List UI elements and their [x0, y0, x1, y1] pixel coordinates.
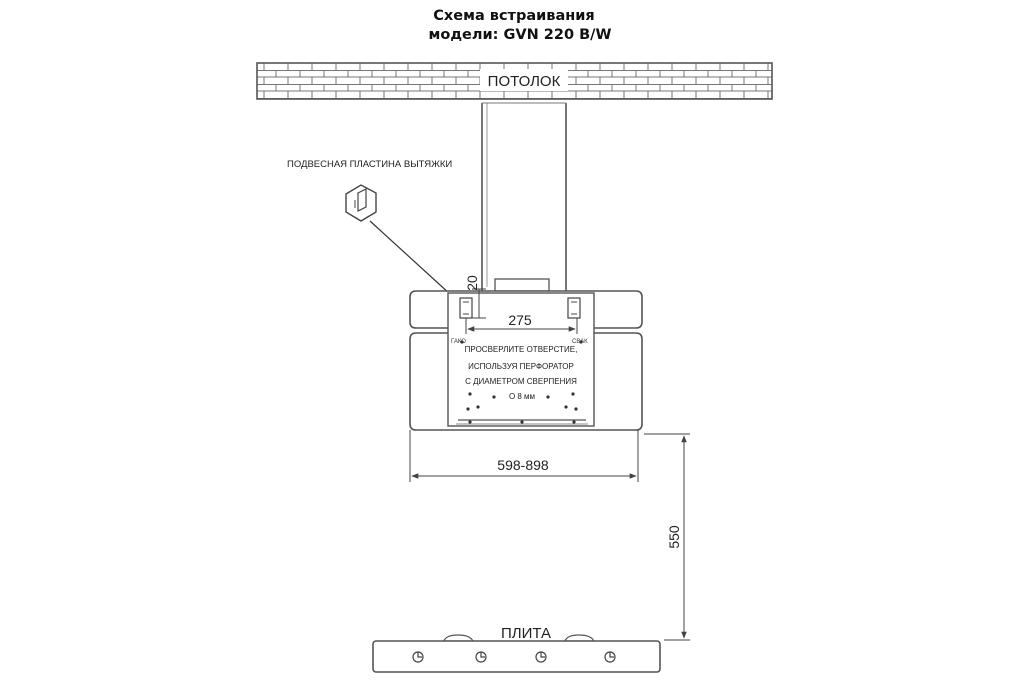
mounting-plate-left	[459, 297, 473, 319]
chimney-duct	[481, 102, 567, 292]
mounting-plate-label: ПОДВЕСНАЯ ПЛАСТИНА ВЫТЯЖКИ	[287, 159, 452, 170]
note-line-1: ПРОСВЕРЛИТЕ ОТВЕРСТИЕ,	[465, 345, 578, 354]
dimension-width: 598-898	[409, 430, 639, 482]
bracket-detail-icon	[345, 184, 377, 222]
note-line-3: С ДИАМЕТРОМ СВЕРПЕНИЯ	[465, 377, 577, 386]
dim-275-label: 275	[508, 312, 532, 328]
drilling-note: ПРОСВЕРЛИТЕ ОТВЕРСТИЕ, ИСПОЛЬЗУЯ ПЕРФОРА…	[465, 345, 578, 401]
note-line-2: ИСПОЛЬЗУЯ ПЕРФОРАТОР	[468, 362, 574, 371]
dimension-hole-spacing: 275	[465, 312, 578, 334]
dimension-plate-offset: 20	[464, 275, 486, 319]
diagram-title-line2: модели: GVN 220 B/W	[429, 27, 612, 43]
cooktop-knobs	[412, 651, 616, 663]
dimension-height: 550	[644, 433, 690, 641]
cooktop: ПЛИТА	[372, 625, 661, 673]
mounting-plate-right	[567, 297, 581, 319]
dim-550-label: 550	[666, 525, 682, 549]
ceiling-label: ПОТОЛОК	[488, 73, 561, 90]
mark-right: СВАК	[572, 339, 588, 345]
drill-holes	[460, 340, 583, 411]
ceiling: ПОТОЛОК	[256, 62, 773, 100]
note-line-4: О 8 мм	[509, 392, 535, 401]
diagram-title-line1: Схема встраивания	[433, 8, 594, 24]
dim-width-label: 598-898	[497, 457, 549, 473]
cooktop-label: ПЛИТА	[501, 625, 551, 642]
mark-left: ГАКО	[451, 339, 466, 345]
dim-20-label: 20	[464, 275, 480, 291]
